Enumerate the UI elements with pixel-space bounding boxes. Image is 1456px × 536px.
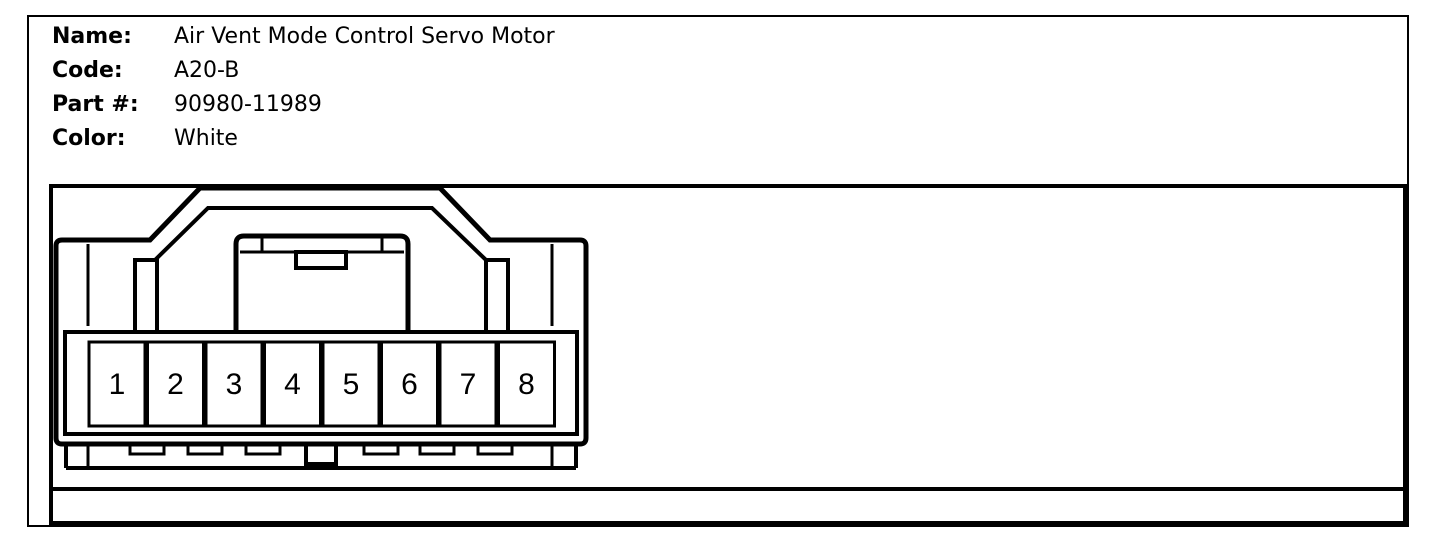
rail-key-5	[418, 442, 456, 456]
rail-key-4	[362, 442, 400, 456]
color-value: White	[174, 126, 238, 151]
pin-cavity-4	[263, 340, 322, 428]
left-post	[133, 258, 159, 334]
connector-card	[27, 15, 1409, 527]
connector-housing	[53, 185, 589, 447]
pin-number-4: 4	[284, 368, 301, 401]
rail-key-2	[186, 442, 224, 456]
pin-cavity-8	[497, 340, 556, 428]
pin-number-6: 6	[401, 368, 418, 401]
rail-key-3	[244, 442, 282, 456]
rail-key-center	[304, 442, 338, 466]
pin-number-3: 3	[226, 368, 243, 401]
latch-housing	[233, 233, 411, 332]
code-label: Code:	[52, 58, 123, 83]
terminal-body	[63, 330, 579, 436]
pin-cavity-3	[204, 340, 264, 428]
key-rail	[64, 442, 578, 470]
rail-key-6	[476, 442, 514, 456]
part-label: Part #:	[52, 92, 139, 117]
pin-cavity-7	[438, 340, 498, 428]
pin-number-2: 2	[167, 368, 184, 401]
color-label: Color:	[52, 126, 126, 151]
part-value: 90980-11989	[174, 92, 322, 117]
pin-number-8: 8	[518, 368, 535, 401]
pin-cavity-6	[380, 340, 439, 428]
pin-number-5: 5	[343, 368, 360, 401]
code-value: A20-B	[174, 58, 240, 83]
pin-cavity-2	[146, 340, 205, 428]
pin-number-1: 1	[109, 368, 126, 401]
pin-cavity-5	[321, 340, 381, 428]
name-label: Name:	[52, 24, 132, 49]
latch-lock	[294, 250, 348, 270]
pin-number-7: 7	[460, 368, 477, 401]
name-value: Air Vent Mode Control Servo Motor	[174, 24, 555, 49]
rail-key-1	[128, 442, 166, 456]
diagram-frame	[49, 184, 1407, 525]
right-post	[484, 258, 510, 334]
pin-cavity-1	[87, 340, 147, 428]
pin-row: 1 2 3 4 5 6 7 8	[87, 340, 556, 428]
